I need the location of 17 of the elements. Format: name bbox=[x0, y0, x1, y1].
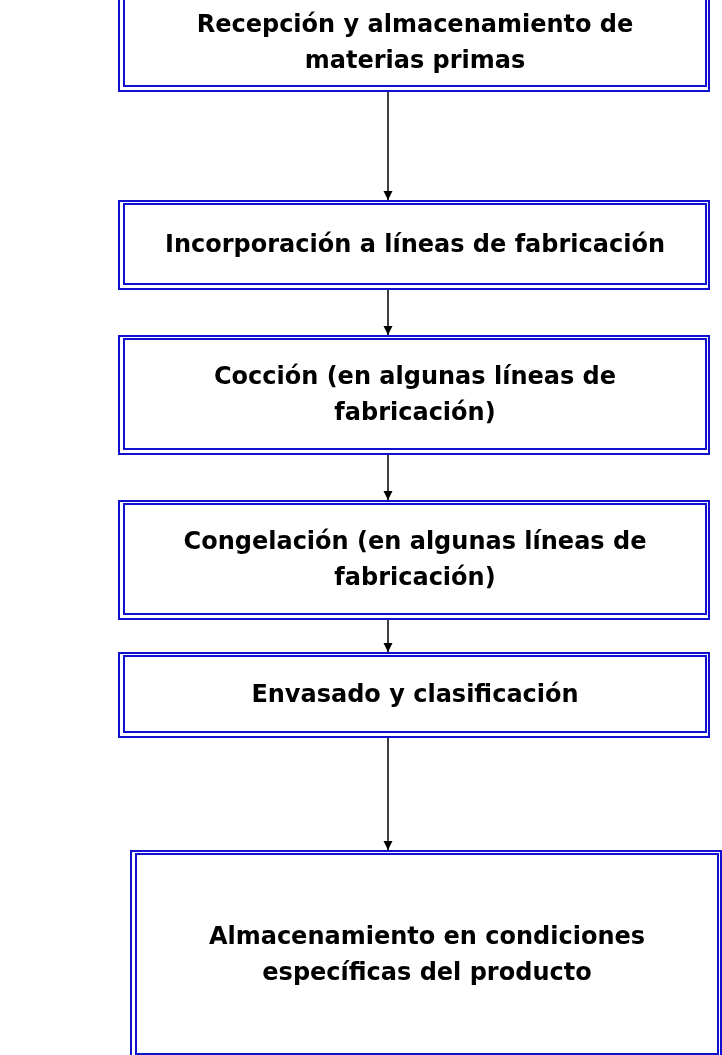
process-box bbox=[118, 200, 710, 290]
step-label: Recepción y almacenamiento de materias primas bbox=[195, 9, 635, 76]
process-box bbox=[130, 850, 722, 1055]
step-label: Envasado y clasificación bbox=[250, 679, 580, 710]
step-label: Almacenamiento en condiciones específicas del producto bbox=[207, 921, 647, 988]
step-label: Congelación (en algunas líneas de fabricación) bbox=[182, 526, 648, 593]
process-box bbox=[118, 0, 710, 92]
arrow bbox=[383, 454, 393, 501]
arrow bbox=[383, 91, 393, 201]
arrow bbox=[383, 619, 393, 653]
step-label: Cocción (en algunas líneas de fabricación) bbox=[212, 361, 618, 428]
step-label: Incorporación a líneas de fabricación bbox=[164, 229, 666, 260]
process-box bbox=[118, 500, 710, 620]
arrow bbox=[383, 737, 393, 851]
arrow bbox=[383, 289, 393, 336]
process-box bbox=[118, 652, 710, 738]
process-box bbox=[118, 335, 710, 455]
